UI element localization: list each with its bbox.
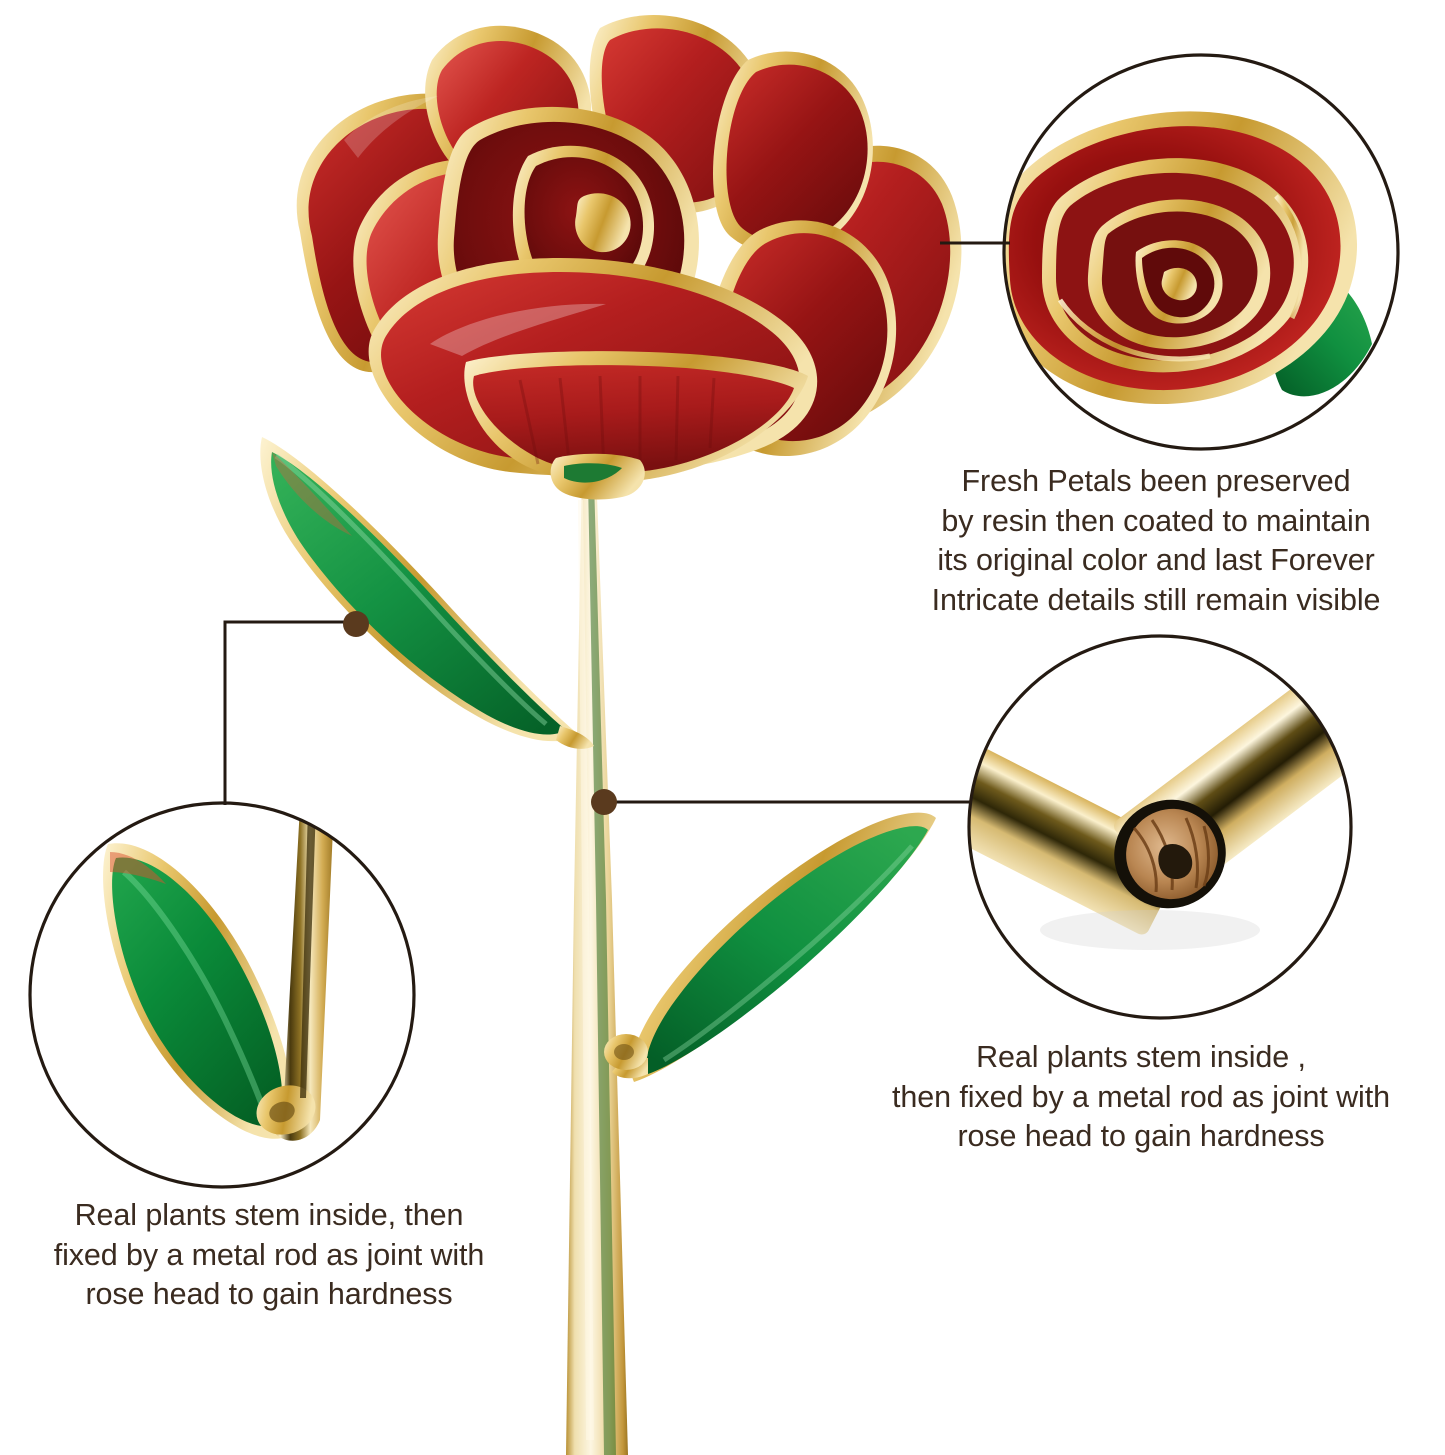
callout-leader-lines bbox=[223, 241, 1010, 815]
caption-real-plants-stem-right: Real plants stem inside , then fixed by … bbox=[892, 1040, 1390, 1154]
rose-leaf-lower-right bbox=[604, 812, 936, 1082]
inset-leaf-stem bbox=[28, 801, 416, 1189]
rose-head bbox=[296, 15, 962, 500]
stem-marker-dot bbox=[591, 789, 617, 815]
leaf-marker-dot bbox=[343, 611, 369, 637]
caption-fresh-petals: Fresh Petals been preserved by resin the… bbox=[931, 464, 1381, 617]
inset-stem-joint bbox=[967, 634, 1353, 1020]
caption-real-plants-stem-left: Real plants stem inside, then fixed by a… bbox=[53, 1198, 485, 1312]
rose-stem bbox=[566, 470, 628, 1455]
inset-rose-top-view bbox=[1002, 53, 1400, 451]
rose-leaf-upper-left bbox=[260, 437, 594, 749]
